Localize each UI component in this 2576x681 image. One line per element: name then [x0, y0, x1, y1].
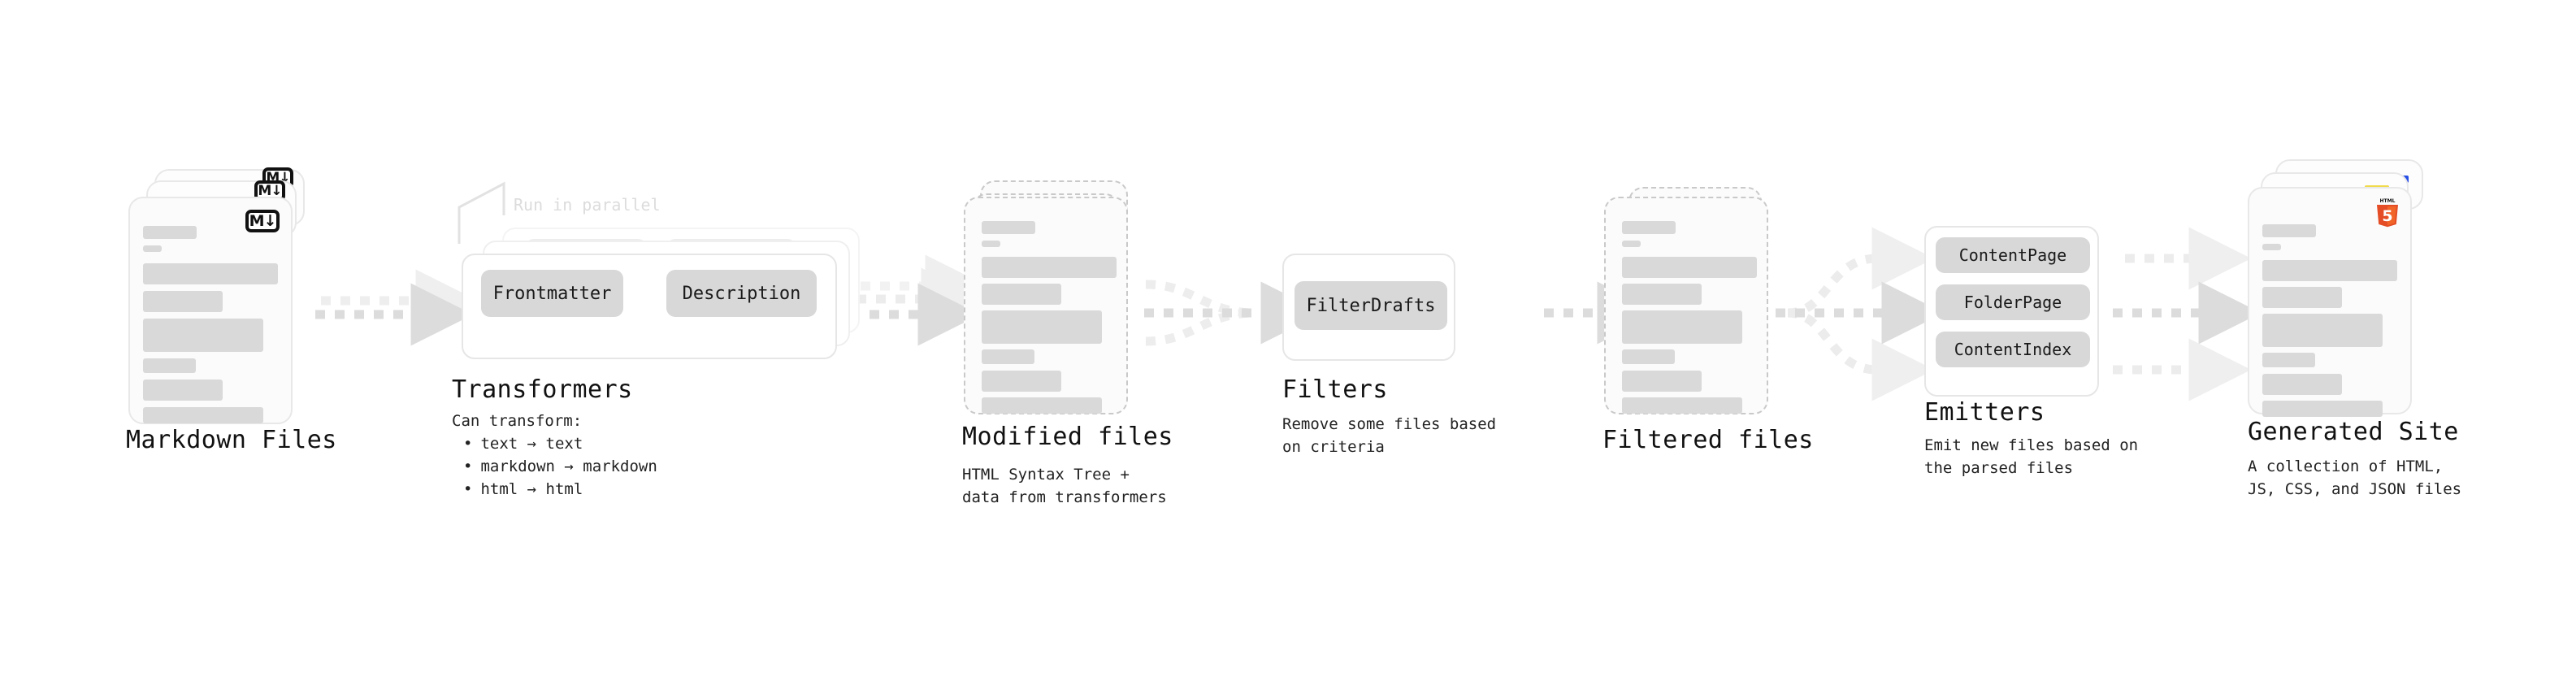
skeleton-bar	[982, 221, 1035, 234]
skeleton-bar	[1622, 257, 1757, 278]
skeleton-bar	[2262, 244, 2281, 250]
run-in-parallel-label: Run in parallel	[514, 195, 661, 215]
emitters-description: Emit new files based on the parsed files	[1924, 436, 2139, 477]
skeleton-bar	[2262, 260, 2397, 281]
list-item: text → text	[463, 432, 657, 455]
emitters-box: ContentPage FolderPage ContentIndex	[1924, 226, 2099, 397]
skeleton-bar	[2262, 353, 2315, 367]
emitter-chip-folderpage[interactable]: FolderPage	[1936, 284, 2090, 320]
stage-title-filtered-files: Filtered files	[1602, 426, 1814, 454]
skeleton-bar	[143, 263, 278, 284]
skeleton-bar	[1622, 397, 1742, 414]
list-item: html → html	[463, 478, 657, 501]
skeleton-bar	[1622, 284, 1702, 305]
filters-description: Remove some files based on criteria	[1282, 415, 1497, 456]
filter-chip-filterdrafts[interactable]: FilterDrafts	[1295, 281, 1447, 330]
skeleton-bar	[143, 380, 223, 401]
skeleton-bar	[982, 241, 1000, 247]
markdown-icon: M↓	[245, 210, 280, 232]
skeleton-bar	[2262, 224, 2316, 237]
skeleton-bar	[982, 397, 1102, 414]
skeleton-bar	[982, 257, 1117, 278]
transformer-chip-description[interactable]: Description	[666, 270, 817, 317]
generated-site-description: A collection of HTML, JS, CSS, and JSON …	[2248, 458, 2462, 498]
transformers-box-layer-1: Frontmatter Description	[462, 254, 837, 359]
skeleton-bar	[1622, 371, 1702, 392]
stage-title-modified-files: Modified files	[962, 423, 1173, 451]
stage-title-generated-site: Generated Site	[2248, 418, 2459, 446]
skeleton-bar	[143, 319, 263, 352]
skeleton-bar	[143, 407, 263, 423]
skeleton-bar	[1622, 310, 1742, 344]
list-item: markdown → markdown	[463, 455, 657, 478]
transformers-description: Can transform:	[452, 412, 583, 430]
transformers-bullet-list: text → text markdown → markdown html → h…	[452, 432, 657, 501]
skeleton-bar	[2262, 287, 2342, 308]
run-in-parallel-bracket	[458, 181, 505, 244]
skeleton-bar	[143, 358, 196, 373]
skeleton-bar	[143, 245, 162, 252]
skeleton-bar	[1622, 241, 1641, 247]
transformer-chip-frontmatter[interactable]: Frontmatter	[481, 270, 623, 317]
site-card-front: HTML 5	[2248, 187, 2412, 417]
skeleton-bar	[982, 349, 1034, 364]
arrow-emitters-to-site	[2113, 227, 2262, 401]
stage-title-filters: Filters	[1282, 375, 1388, 404]
arrow-modified-to-filters	[1144, 280, 1324, 346]
skeleton-bar	[2262, 374, 2342, 395]
skeleton-bar	[1622, 221, 1676, 234]
filtered-card-front	[1604, 197, 1768, 414]
skeleton-bar	[982, 284, 1061, 305]
filters-box: FilterDrafts	[1282, 254, 1455, 361]
stage-title-transformers: Transformers	[452, 375, 633, 404]
stage-title-markdown-files: Markdown Files	[126, 426, 337, 454]
emitter-chip-contentindex[interactable]: ContentIndex	[1936, 332, 2090, 367]
svg-text:5: 5	[2382, 207, 2392, 225]
skeleton-bar	[1622, 349, 1675, 364]
arrow-markdown-to-transformers	[315, 269, 479, 346]
markdown-card-front: M↓	[128, 197, 293, 424]
svg-text:HTML: HTML	[2380, 198, 2396, 204]
emitter-chip-contentpage[interactable]: ContentPage	[1936, 237, 2090, 273]
arrow-filtered-to-emitters	[1776, 227, 1945, 401]
skeleton-bar	[2262, 314, 2383, 347]
skeleton-bar	[143, 291, 223, 312]
modified-files-description: HTML Syntax Tree + data from transformer…	[962, 466, 1167, 506]
skeleton-bar	[982, 371, 1061, 392]
html5-icon: HTML 5	[2377, 198, 2398, 228]
skeleton-bar	[143, 226, 197, 239]
stage-title-emitters: Emitters	[1924, 398, 2045, 427]
skeleton-bar	[2262, 401, 2383, 417]
modified-card-front	[964, 197, 1128, 414]
skeleton-bar	[982, 310, 1102, 344]
